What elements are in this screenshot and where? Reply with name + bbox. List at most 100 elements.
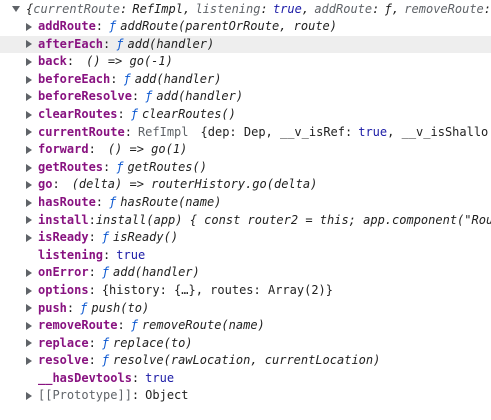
function-icon: ƒ [109,194,117,209]
triangle-right-icon[interactable] [26,40,32,49]
property-row-prototype[interactable]: [[Prototype]]: Object [0,387,491,405]
property-row-options[interactable]: options: {history: {…}, routes: Array(2)… [0,282,491,300]
property-value: addRoute(parentOrRoute, route) [120,19,338,33]
property-row-go[interactable]: go: (delta) => routerHistory.go(delta) [0,176,491,194]
triangle-right-icon[interactable] [26,181,32,190]
property-row-beforeeach[interactable]: beforeEach: ƒ add(handler) [0,71,491,89]
property-key: [[Prototype]] [38,388,132,403]
triangle-right-icon[interactable] [26,357,32,366]
function-icon: ƒ [101,353,110,368]
property-key: go [38,177,53,192]
preview-key-listening: listening [195,2,261,16]
property-value: add(handler) [113,265,200,280]
property-row-forward[interactable]: forward: () => go(1) [0,141,491,159]
triangle-right-icon[interactable] [26,321,32,330]
property-row-currentroute[interactable]: currentRoute: RefImpl {dep: Dep, __v_isR… [0,124,491,142]
property-key: clearRoutes [38,106,118,121]
preview-val-addroute: ƒ [384,2,392,16]
property-row-getroutes[interactable]: getRoutes: ƒ getRoutes() [0,159,491,177]
preview-sep: : [119,2,128,16]
property-row-install[interactable]: install: install(app) { const router2 = … [0,212,491,230]
property-value: hasRoute(name) [120,194,222,209]
property-row-aftereach[interactable]: afterEach: ƒ add(handler) [0,35,491,54]
triangle-right-icon[interactable] [26,304,32,313]
property-value: add(handler) [134,71,222,86]
triangle-right-icon[interactable] [26,216,32,225]
preview-val-currentroute: RefImpl [132,2,183,16]
function-icon: ƒ [101,335,110,350]
property-key: listening [38,247,104,262]
property-key: hasRoute [38,194,96,209]
property-key: resolve [38,353,89,368]
triangle-right-icon[interactable] [26,57,32,66]
property-row-resolve[interactable]: resolve: ƒ resolve(rawLocation, currentL… [0,352,491,370]
function-icon: ƒ [80,300,88,315]
triangle-right-icon[interactable] [26,22,32,31]
property-row-back[interactable]: back: () => go(-1) [0,53,491,71]
function-icon: ƒ [109,19,117,33]
function-icon: ƒ [123,71,131,86]
property-row-addroute[interactable]: addRoute: ƒ addRoute(parentOrRoute, rout… [0,18,491,36]
property-key: currentRoute [38,124,125,139]
property-value: install(app) { const router2 = this; app… [95,212,491,227]
triangle-right-icon[interactable] [26,286,32,295]
function-icon: ƒ [145,89,153,104]
property-row-hasroute[interactable]: hasRoute: ƒ hasRoute(name) [0,194,491,212]
property-value: () => go(1) [107,142,188,157]
property-value: add(handler) [127,36,215,51]
open-brace: { [26,2,34,16]
property-row-removeroute[interactable]: removeRoute: ƒ removeRoute(name) [0,317,491,335]
property-row-beforeresolve[interactable]: beforeResolve: ƒ add(handler) [0,88,491,106]
triangle-right-icon[interactable] [26,339,32,348]
triangle-right-icon[interactable] [26,163,32,172]
property-key: addRoute [38,19,96,33]
property-row-clearroutes[interactable]: clearRoutes: ƒ clearRoutes() [0,106,491,124]
property-key: back [38,54,67,69]
triangle-right-icon[interactable] [26,145,32,154]
preview-key-addroute: addRoute [314,2,373,16]
triangle-right-icon[interactable] [26,128,32,137]
property-value: Object [145,388,189,403]
function-icon: ƒ [116,159,124,174]
property-row-listening: listening: true [0,247,491,265]
property-value: () => go(-1) [86,54,173,69]
property-row-hasdevtools: __hasDevtools: true [0,370,491,388]
property-value: {dep: Dep, __v_isRef: [200,124,353,139]
function-icon: ƒ [130,106,138,121]
property-key: onError [38,265,89,280]
property-value: add(handler) [156,89,244,104]
preview-key-currentroute: currentRoute [33,2,120,16]
function-icon: ƒ [130,318,138,333]
property-key: afterEach [38,36,104,51]
function-icon: ƒ [101,265,110,280]
property-key: beforeResolve [38,89,132,104]
preview-key-removeroute: removeRoute [404,2,484,16]
property-value: resolve(rawLocation, currentLocation) [113,353,381,368]
property-key: getRoutes [38,159,104,174]
property-key: __hasDevtools [38,370,132,385]
property-key: beforeEach [38,71,111,86]
class-name: RefImpl [137,124,189,139]
property-value: push(to) [91,300,150,315]
triangle-right-icon[interactable] [26,233,32,242]
triangle-right-icon[interactable] [26,392,32,401]
function-icon: ƒ [101,230,110,245]
property-row-replace[interactable]: replace: ƒ replace(to) [0,335,491,353]
property-key: replace [38,335,89,350]
boolean-value: true [358,124,388,139]
triangle-right-icon[interactable] [26,75,32,84]
triangle-right-icon[interactable] [26,269,32,278]
boolean-value: true [116,247,146,262]
property-row-onerror[interactable]: onError: ƒ add(handler) [0,264,491,282]
property-key: push [38,300,67,315]
triangle-right-icon[interactable] [26,198,32,207]
property-row-isready[interactable]: isReady: ƒ isReady() [0,229,491,247]
property-key: options [38,282,89,297]
property-row-push[interactable]: push: ƒ push(to) [0,300,491,318]
triangle-down-icon[interactable] [12,6,20,12]
triangle-right-icon[interactable] [26,110,32,119]
triangle-right-icon[interactable] [26,93,32,102]
object-preview-header[interactable]: { currentRoute : RefImpl , listening : t… [0,0,491,18]
property-value: clearRoutes() [141,106,236,121]
